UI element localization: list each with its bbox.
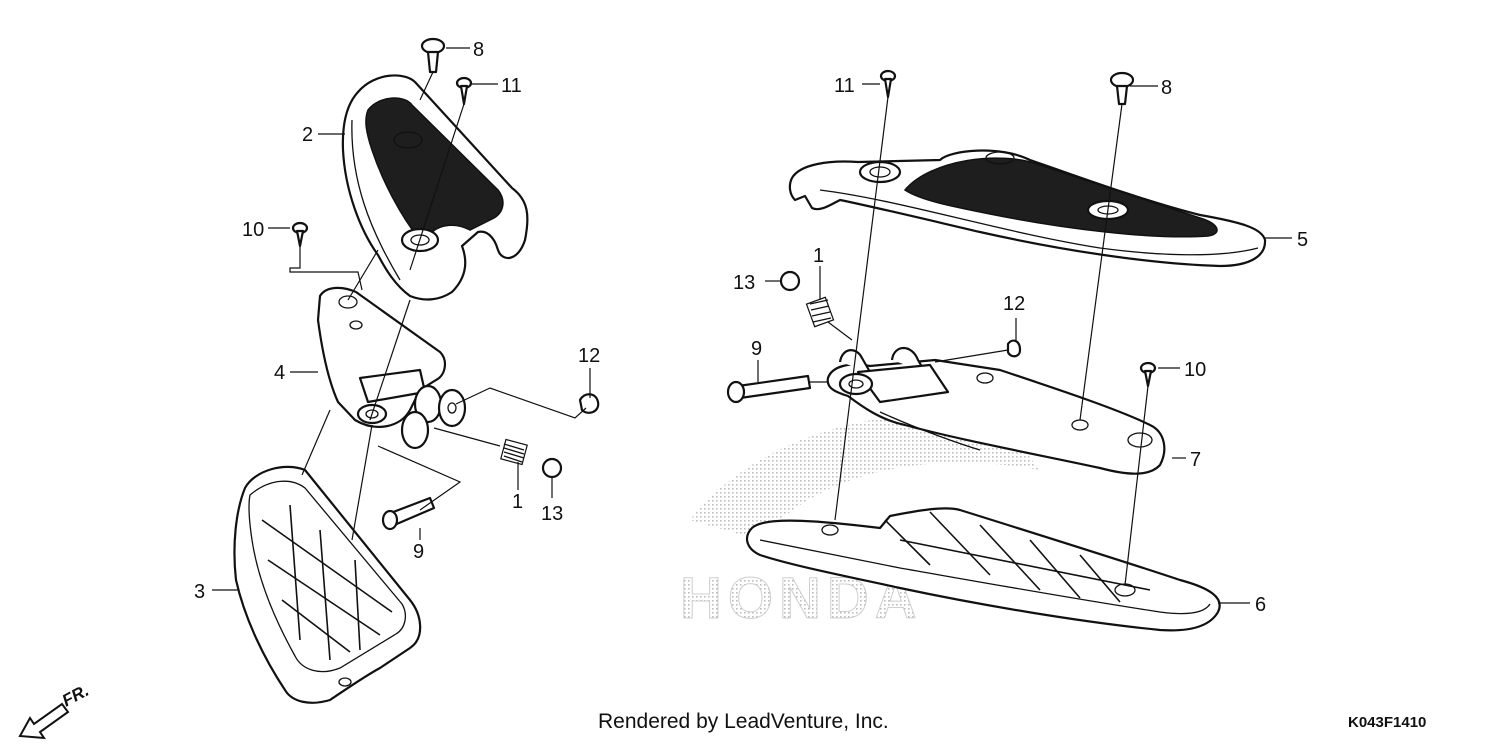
render-credit: Rendered by LeadVenture, Inc. (598, 710, 889, 733)
part-2-left-step-cover[interactable] (341, 74, 529, 301)
part-4-left-bracket[interactable] (316, 286, 467, 450)
callout-3: 3 (194, 581, 205, 603)
callout-9-left: 9 (413, 541, 424, 563)
part-12-left-clip[interactable] (578, 393, 600, 414)
watermark-text: HONDA (680, 566, 923, 631)
callout-7: 7 (1190, 449, 1201, 471)
part-3-left-lower-housing[interactable] (233, 465, 422, 704)
part-13-left-cap[interactable] (541, 457, 563, 479)
part-1-left-spring[interactable] (500, 438, 528, 466)
part-10-right-screw[interactable] (1139, 361, 1157, 388)
callout-10-right: 10 (1184, 359, 1206, 381)
callout-1-left: 1 (512, 491, 523, 513)
callout-2: 2 (302, 124, 313, 146)
diagram-code: K043F1410 (1348, 714, 1427, 731)
callout-6: 6 (1255, 594, 1266, 616)
part-11-right-screw[interactable] (879, 69, 897, 99)
callout-8-right: 8 (1161, 77, 1172, 99)
callout-11-right: 11 (834, 75, 855, 97)
callout-12-left: 12 (578, 345, 600, 367)
part-11-left-screw[interactable] (455, 76, 473, 106)
part-6-right-lower-housing[interactable] (745, 507, 1221, 632)
part-10-left-screw[interactable] (291, 221, 309, 248)
callout-8-left: 8 (473, 39, 484, 61)
part-8-right-bolt[interactable] (1109, 71, 1135, 106)
watermark-logo: HONDA (680, 414, 1040, 632)
part-5-right-step-cover[interactable] (788, 149, 1267, 268)
part-9-left-pin[interactable] (381, 496, 436, 531)
callout-12-right: 12 (1003, 293, 1025, 315)
callout-9-right: 9 (751, 338, 762, 360)
part-9-right-pin[interactable] (726, 374, 812, 404)
part-1-right-spring[interactable] (805, 296, 835, 328)
right-leader-lines (757, 83, 1292, 604)
part-7-right-bracket[interactable] (826, 346, 1166, 475)
callout-5: 5 (1297, 229, 1308, 251)
part-8-left-bolt[interactable] (420, 37, 446, 74)
callout-labels: 2 8 11 10 4 3 12 1 13 9 11 8 5 13 1 12 9… (194, 39, 1308, 616)
front-direction-arrow-icon (18, 702, 70, 740)
callout-11-left: 11 (501, 75, 522, 97)
part-13-right-cap[interactable] (779, 270, 801, 292)
callout-13-right: 13 (733, 272, 755, 294)
callout-1-right: 1 (813, 245, 824, 267)
callout-4: 4 (274, 362, 285, 384)
callout-13-left: 13 (541, 503, 563, 525)
part-12-right-clip[interactable] (1006, 339, 1022, 358)
left-leader-lines (212, 47, 591, 591)
callout-10-left: 10 (242, 219, 264, 241)
